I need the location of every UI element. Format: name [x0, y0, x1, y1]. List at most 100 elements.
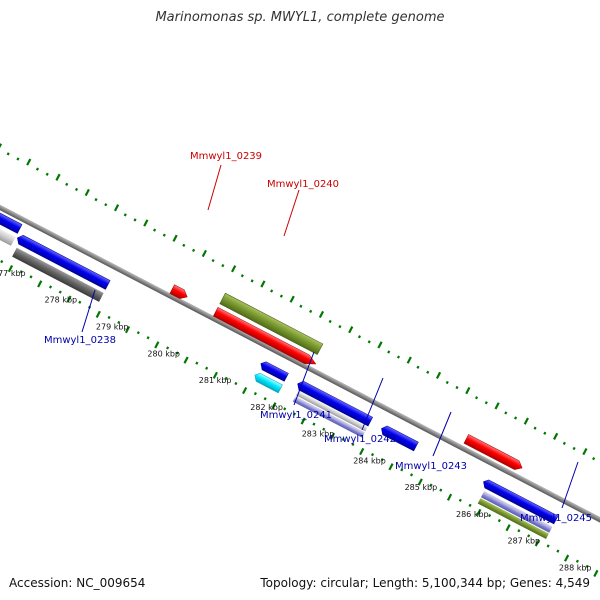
outer-minor-tick: [299, 304, 303, 308]
outer-minor-tick: [357, 335, 361, 339]
outer-major-tick: [523, 417, 529, 425]
map-title: Marinomonas sp. MWYL1, complete genome: [155, 10, 445, 25]
inner-major-tick: [271, 402, 277, 410]
gene-arrow-blue-0238a[interactable]: [15, 233, 111, 290]
inner-major-tick: [417, 478, 423, 486]
gene-arrow-mmwyl1-0239[interactable]: [169, 284, 190, 302]
inner-minor-tick: [546, 544, 550, 548]
inner-major-tick: [359, 447, 365, 456]
leader-line-0239: [207, 164, 222, 211]
inner-minor-tick: [497, 519, 501, 523]
kbp-tick-label: 278 kbp: [45, 296, 78, 305]
outer-tick-track: [0, 143, 596, 461]
inner-minor-tick: [351, 442, 355, 447]
outer-minor-tick: [211, 258, 215, 263]
inner-major-tick: [476, 508, 482, 517]
gene-arrow-mmwyl1-0243[interactable]: [379, 424, 419, 452]
gene-label-mmwyl1-0245[interactable]: Mmwyl1_0245: [520, 513, 592, 524]
outer-minor-tick: [240, 274, 244, 278]
inner-minor-tick: [253, 392, 257, 396]
inner-tick-track: [0, 259, 599, 578]
outer-major-tick: [318, 310, 325, 319]
gene-label-mmwyl1-0242[interactable]: Mmwyl1_0242: [324, 434, 396, 445]
outer-minor-tick: [182, 243, 186, 247]
inner-minor-tick: [48, 285, 53, 289]
outer-major-tick: [289, 295, 295, 303]
kbp-tick-label: 280 kbp: [147, 349, 180, 358]
outer-minor-tick: [484, 401, 488, 405]
gene-label-mmwyl1-0239[interactable]: Mmwyl1_0239: [190, 151, 262, 162]
inner-major-tick: [242, 386, 248, 395]
inner-minor-tick: [292, 412, 297, 416]
inner-minor-tick: [224, 376, 228, 381]
gene-arrow-red-right[interactable]: [463, 434, 524, 472]
gene-arrow-purple-0242[interactable]: [292, 396, 365, 438]
outer-minor-tick: [387, 350, 391, 354]
reverse-genes: [0, 199, 559, 540]
gene-arrow-mmwyl1-0240[interactable]: [219, 292, 324, 355]
outer-minor-tick: [572, 446, 576, 451]
gene-arrow-red-long[interactable]: [212, 306, 318, 368]
leader-line-0240: [283, 189, 300, 237]
outer-major-tick: [582, 447, 588, 456]
inner-minor-tick: [263, 397, 267, 401]
outer-minor-tick: [74, 187, 79, 192]
outer-minor-tick: [123, 213, 127, 217]
gene-label-mmwyl1-0241[interactable]: Mmwyl1_0241: [260, 410, 332, 421]
outer-minor-tick: [35, 167, 40, 171]
outer-minor-tick: [65, 182, 69, 186]
gene-arrow-grey-0242[interactable]: [296, 390, 368, 432]
inner-minor-tick: [117, 320, 121, 325]
outer-minor-tick: [16, 157, 20, 161]
inner-minor-tick: [29, 275, 33, 279]
kbp-tick-label: 277 kbp: [0, 269, 26, 278]
outer-major-tick: [0, 143, 3, 151]
gene-arrow-grey-left[interactable]: [0, 212, 16, 246]
outer-minor-tick: [45, 172, 49, 176]
inner-major-tick: [66, 295, 72, 303]
leader-line-0242: [361, 377, 384, 431]
inner-minor-tick: [400, 468, 404, 472]
gene-arrow-mmwyl1-0241[interactable]: [253, 371, 283, 394]
outer-minor-tick: [396, 355, 401, 359]
gene-label-mmwyl1-0240[interactable]: Mmwyl1_0240: [267, 179, 339, 190]
outer-major-tick: [84, 188, 90, 197]
inner-major-tick: [183, 356, 189, 364]
gene-arrow-blue-0241a[interactable]: [259, 360, 289, 382]
inner-minor-tick: [322, 427, 326, 431]
gene-arrow-blue-0245[interactable]: [481, 478, 559, 525]
gene-arrow-blue-left[interactable]: [0, 199, 23, 234]
outer-major-tick: [113, 204, 120, 212]
outer-major-tick: [348, 326, 354, 334]
gene-arrow-mmwyl1-0242[interactable]: [295, 379, 374, 427]
inner-minor-tick: [19, 270, 23, 274]
kbp-tick-label: 281 kbp: [199, 376, 232, 385]
gene-label-mmwyl1-0238[interactable]: Mmwyl1_0238: [44, 335, 116, 346]
inner-major-tick: [212, 371, 218, 379]
inner-minor-tick: [458, 498, 462, 502]
inner-major-tick: [154, 341, 160, 349]
inner-minor-tick: [439, 488, 443, 492]
inner-minor-tick: [556, 549, 560, 553]
leader-line-0245: [561, 461, 579, 509]
gene-arrow-purple-0245[interactable]: [480, 491, 553, 533]
outer-minor-tick: [94, 197, 98, 202]
inner-major-tick: [593, 569, 599, 578]
gene-arrow-mmwyl1-0238[interactable]: [12, 247, 104, 302]
inner-minor-tick: [166, 346, 170, 350]
gene-label-mmwyl1-0243[interactable]: Mmwyl1_0243: [395, 461, 467, 472]
outer-minor-tick: [221, 264, 225, 268]
outer-major-tick: [26, 158, 32, 166]
kbp-tick-label: 279 kbp: [96, 323, 129, 332]
inner-minor-tick: [146, 336, 150, 340]
outer-minor-tick: [445, 380, 449, 385]
outer-minor-tick: [562, 441, 566, 446]
outer-minor-tick: [104, 203, 108, 207]
kbp-tick-label: 285 kbp: [405, 483, 438, 492]
inner-minor-tick: [58, 290, 62, 294]
gene-arrow-mmwyl1-0245[interactable]: [477, 498, 549, 540]
inner-minor-tick: [409, 473, 414, 477]
outer-minor-tick: [592, 457, 596, 461]
accession-text: Accession: NC_009654: [9, 576, 146, 590]
outer-minor-tick: [133, 218, 137, 222]
